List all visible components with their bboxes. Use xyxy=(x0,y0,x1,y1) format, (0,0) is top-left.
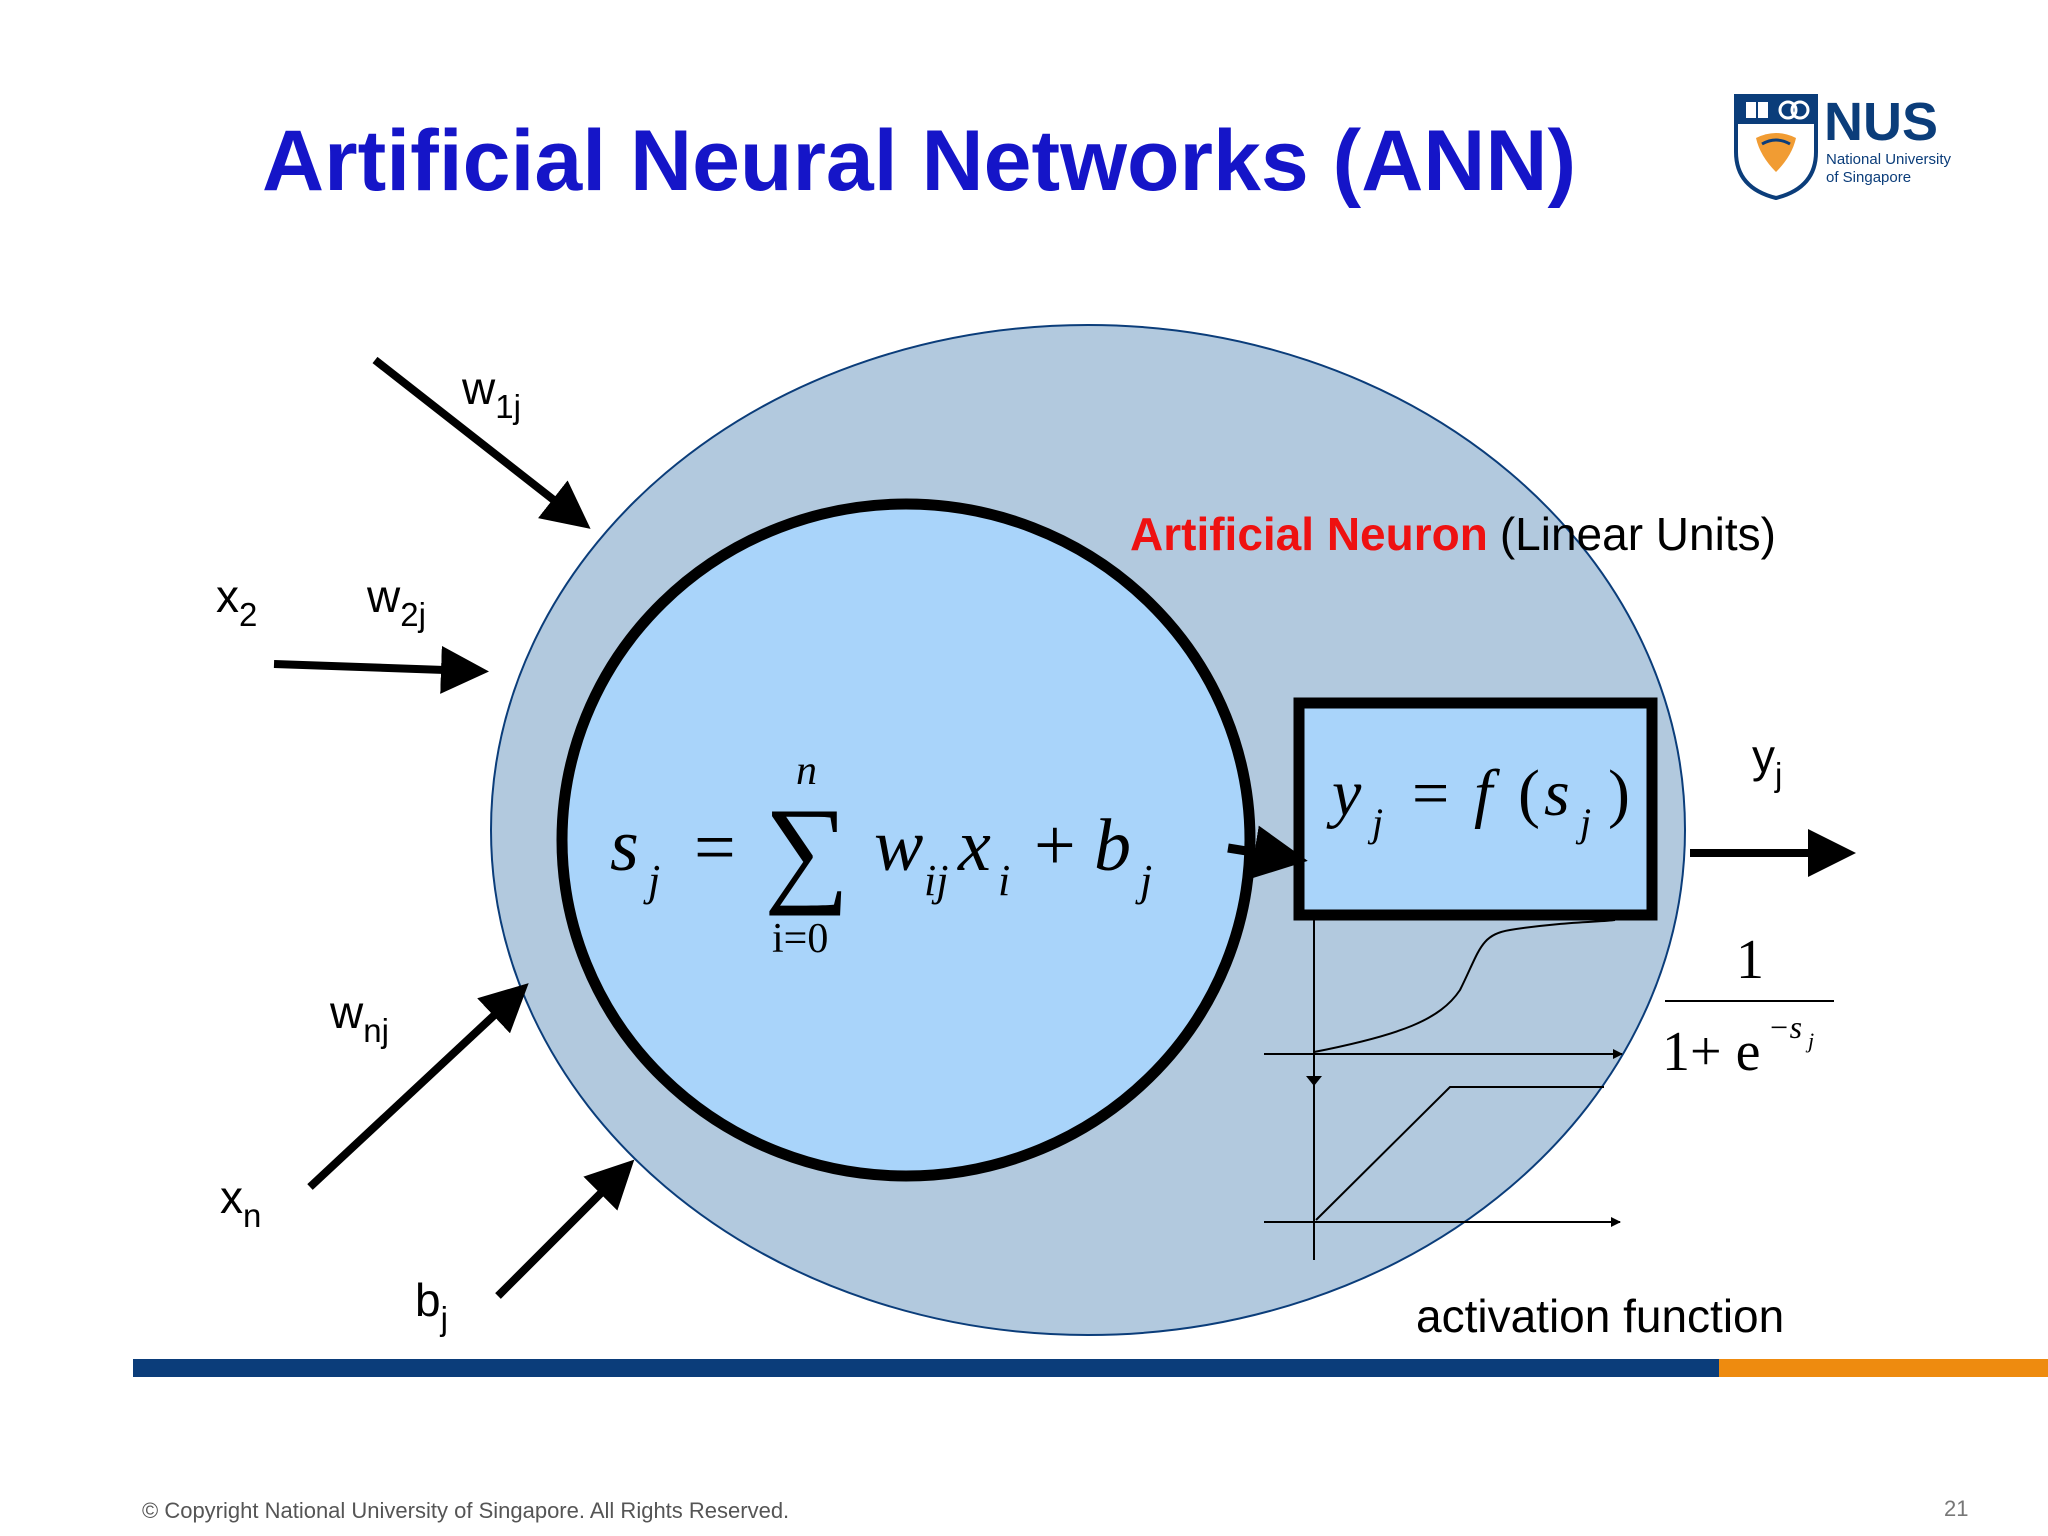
ramp-plot xyxy=(1264,1076,1621,1260)
nus-crest-icon xyxy=(1734,94,1818,201)
svg-text:j: j xyxy=(1575,800,1591,845)
svg-text:): ) xyxy=(1608,757,1630,830)
sigmoid-formula: 1 1+ e −s j xyxy=(1662,929,1834,1083)
svg-text:ij: ij xyxy=(924,856,948,905)
svg-text:s: s xyxy=(610,805,639,887)
label-x2: x2 xyxy=(216,570,257,633)
logo-line2: of Singapore xyxy=(1826,169,1911,186)
svg-text:=: = xyxy=(694,807,736,889)
svg-text:j: j xyxy=(1135,856,1152,905)
label-xn: xn xyxy=(220,1171,261,1234)
svg-text:i: i xyxy=(998,856,1010,905)
label-wnj: wnj xyxy=(329,986,389,1049)
slide-title: Artificial Neural Networks (ANN) xyxy=(262,113,1577,209)
svg-text:x: x xyxy=(957,805,991,887)
svg-text:w: w xyxy=(874,805,923,887)
svg-text:−s: −s xyxy=(1768,1009,1802,1045)
svg-text:i=0: i=0 xyxy=(772,916,828,962)
w1j-arrow-icon xyxy=(372,356,591,529)
svg-text:n: n xyxy=(796,748,817,794)
x2-arrow-icon xyxy=(273,645,489,694)
xn-arrow-icon xyxy=(307,983,529,1190)
label-yj: yj xyxy=(1752,730,1782,793)
svg-text:s: s xyxy=(1544,757,1570,830)
svg-text:∑: ∑ xyxy=(764,783,850,916)
svg-text:+: + xyxy=(1034,805,1076,887)
label-w1j: w1j xyxy=(461,362,521,425)
page-number: 21 xyxy=(1944,1496,1969,1521)
svg-text:j: j xyxy=(1367,800,1383,845)
label-w2j: w2j xyxy=(366,570,426,633)
svg-text:(: ( xyxy=(1518,757,1540,830)
copyright-text: © Copyright National University of Singa… xyxy=(142,1498,790,1523)
sum-to-activation-arrow-icon xyxy=(1227,825,1308,879)
label-bj: bj xyxy=(415,1274,448,1337)
svg-text:j: j xyxy=(1805,1028,1814,1053)
activation-formula: y j = f ( s j ) xyxy=(1326,757,1630,845)
logo-line1: National University xyxy=(1826,151,1952,168)
svg-text:=: = xyxy=(1412,757,1449,830)
svg-text:y: y xyxy=(1326,757,1362,830)
svg-text:1+ e: 1+ e xyxy=(1662,1021,1760,1083)
svg-text:b: b xyxy=(1094,805,1131,887)
svg-text:1: 1 xyxy=(1736,929,1764,991)
footer-bar-orange xyxy=(1719,1359,2048,1377)
logo-wordmark: NUS xyxy=(1824,92,1938,152)
summation-circle xyxy=(556,498,1256,1182)
neuron-label: Artificial Neuron(Linear Units) xyxy=(1130,508,1776,560)
summation-formula: s j = n ∑ i=0 w ij x i + b j xyxy=(610,748,1152,962)
nus-logo: NUS National University of Singapore xyxy=(1734,92,1952,201)
activation-box xyxy=(1293,697,1658,921)
svg-text:j: j xyxy=(643,856,660,905)
bj-arrow-icon xyxy=(495,1159,635,1299)
footer-bar-blue xyxy=(133,1359,1719,1377)
activation-function-label: activation function xyxy=(1416,1290,1784,1342)
